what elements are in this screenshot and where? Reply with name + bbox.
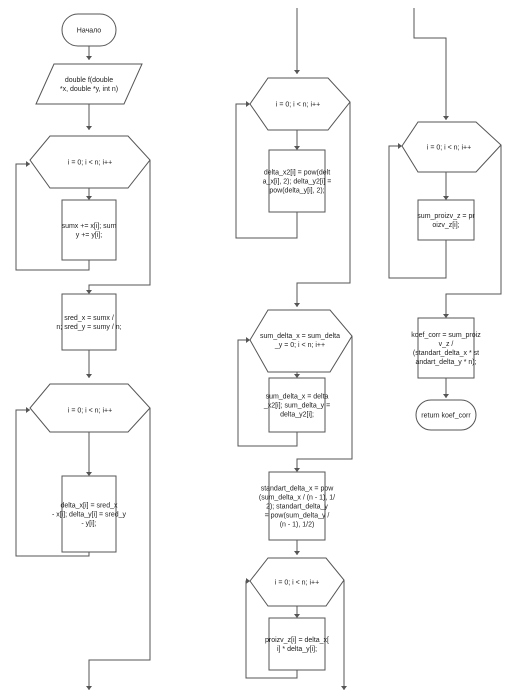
pow-label-line: delta_x2[i] = pow(delt — [264, 170, 330, 177]
sump-label-line: sum_proizv_z = pr — [417, 213, 475, 220]
sump-label-line: oizv_z[i]; — [432, 222, 459, 229]
start-terminal: Начало — [61, 13, 117, 47]
svg-text:sum_proizv_z = proizv_z[i];: sum_proizv_z = pr oizv_z[i]; — [417, 213, 475, 229]
std-label-line: standart_delta_x = pow — [261, 486, 335, 493]
ret-label-line: return koef_corr — [421, 413, 471, 420]
input-label-line: *x, double *y, int n) — [60, 86, 118, 93]
pow-label-line: a_x[i], 2); delta_y2[i] = — [263, 179, 332, 186]
loop6-hexagon: i = 0; i < n; i++ — [401, 121, 502, 173]
connector-lines — [15, 8, 502, 690]
loop4-hexagon: sum_delta_x = sum_delta _y = 0; i < n; i+… — [249, 309, 353, 373]
svg-text:delta_x2[i] = pow(delta_x[i],: delta_x2[i] = pow(delt a_x[i], 2); delta_… — [263, 170, 332, 195]
svg-text:sumx += x[i]; sumy += y[i];: sumx += x[i]; sum y += y[i]; — [62, 223, 117, 239]
connector-arrowheads — [26, 56, 449, 690]
sumd-process: sum_delta_x = delta _x2[i]; sum_delta_y =… — [263, 377, 330, 433]
input-label-line: double f(double — [65, 77, 113, 84]
delta-process: delta_x[i] = sred_x - x[i]; delta_y[i] = … — [52, 475, 127, 553]
std-label-line: (sum_delta_x / (n - 1), 1/ — [259, 495, 335, 502]
svg-text:return koef_corr: return koef_corr — [421, 413, 471, 420]
delta-label-line: - x[i]; delta_y[i] = sred_y — [52, 512, 127, 519]
pow-label-line: pow(delta_y[i], 2); — [269, 188, 324, 195]
svg-text:standart_delta_x = pow(sum_del: standart_delta_x = pow (sum_delta_x / (n … — [259, 486, 335, 529]
sum-label-line: sumx += x[i]; sum — [62, 223, 117, 230]
coef-label-line: andart_delta_y * n); — [415, 359, 476, 366]
svg-text:i = 0; i < n; i++: i = 0; i < n; i++ — [275, 580, 319, 587]
delta-label-line: - y[i]; — [81, 521, 96, 528]
loop6-label-line: i = 0; i < n; i++ — [427, 145, 471, 152]
loop2-hexagon: i = 0; i < n; i++ — [29, 383, 151, 433]
sump-process: sum_proizv_z = pr oizv_z[i]; — [417, 199, 475, 241]
std-label-line: = pow(sum_delta_y / — [265, 513, 330, 520]
pow-process: delta_x2[i] = pow(delt a_x[i], 2); delta_… — [263, 149, 332, 213]
svg-text:delta_x[i] = sred_x- x[i]; del: delta_x[i] = sred_x - x[i]; delta_y[i] = … — [52, 503, 127, 528]
loop2-label-line: i = 0; i < n; i++ — [68, 408, 112, 415]
prod-label-line: i] * delta_y[i]; — [277, 646, 317, 653]
loop4-label-line: _y = 0; i < n; i++ — [274, 342, 325, 349]
svg-text:i = 0; i < n; i++: i = 0; i < n; i++ — [276, 102, 320, 109]
mean-process: sred_x = sumx / n; sred_y = sumy / n; — [56, 293, 122, 351]
prod-label-line: proizv_z[i] = delta_x[ — [265, 637, 329, 644]
svg-text:sred_x = sumx /n; sred_y = sum: sred_x = sumx / n; sred_y = sumy / n; — [56, 315, 121, 331]
coef-label-line: koef_corr = sum_proiz — [411, 332, 481, 339]
coef-label-line: (standart_delta_x * st — [413, 350, 479, 357]
loop3-label-line: i = 0; i < n; i++ — [276, 102, 320, 109]
std-label-line: 2); standart_delta_y — [266, 504, 328, 511]
delta-label-line: delta_x[i] = sred_x — [60, 503, 118, 510]
svg-text:koef_corr = sum_proizv_z /(sta: koef_corr = sum_proiz v_z / (standart_delt… — [411, 332, 481, 366]
svg-text:i = 0; i < n; i++: i = 0; i < n; i++ — [68, 160, 112, 167]
mean-label-line: sred_x = sumx / — [64, 315, 114, 322]
loop1-label-line: i = 0; i < n; i++ — [68, 160, 112, 167]
prod-process: proizv_z[i] = delta_x[ i] * delta_y[i]; — [265, 617, 329, 671]
loop4-label-line: sum_delta_x = sum_delta — [260, 333, 340, 340]
mean-label-line: n; sred_y = sumy / n; — [56, 324, 121, 331]
sumd-label-line: delta_y2[i]; — [280, 412, 314, 419]
svg-text:Начало: Начало — [77, 28, 101, 35]
loop3-hexagon: i = 0; i < n; i++ — [249, 77, 351, 131]
svg-text:sum_delta_x = sum_delta_y = 0;: sum_delta_x = sum_delta _y = 0; i < n; i+… — [260, 333, 340, 349]
svg-text:sum_delta_x = delta_x2[i]; sum: sum_delta_x = delta _x2[i]; sum_delta_y =… — [263, 394, 330, 419]
loop1-hexagon: i = 0; i < n; i++ — [29, 135, 151, 189]
std-process: standart_delta_x = pow (sum_delta_x / (n … — [259, 471, 335, 541]
svg-text:double f(double*x, double *y,: double f(double *x, double *y, int n) — [60, 77, 118, 93]
start-label-line: Начало — [77, 28, 101, 35]
loop5-hexagon: i = 0; i < n; i++ — [249, 557, 345, 607]
loop5-label-line: i = 0; i < n; i++ — [275, 580, 319, 587]
return-terminal: return koef_corr — [415, 399, 477, 431]
sum-process: sumx += x[i]; sum y += y[i]; — [61, 199, 117, 261]
coef-label-line: v_z / — [439, 341, 454, 348]
input-parallelogram: double f(double *x, double *y, int n) — [35, 63, 143, 105]
coef-process: koef_corr = sum_proiz v_z / (standart_delt… — [411, 317, 481, 379]
sum-label-line: y += y[i]; — [76, 232, 103, 239]
svg-text:proizv_z[i] = delta_x[i] * del: proizv_z[i] = delta_x[ i] * delta_y[i]; — [265, 637, 329, 653]
svg-text:i = 0; i < n; i++: i = 0; i < n; i++ — [68, 408, 112, 415]
std-label-line: (n - 1), 1/2) — [280, 522, 315, 529]
sumd-label-line: _x2[i]; sum_delta_y = — [263, 403, 330, 410]
sumd-label-line: sum_delta_x = delta — [266, 394, 329, 401]
svg-text:i = 0; i < n; i++: i = 0; i < n; i++ — [427, 145, 471, 152]
